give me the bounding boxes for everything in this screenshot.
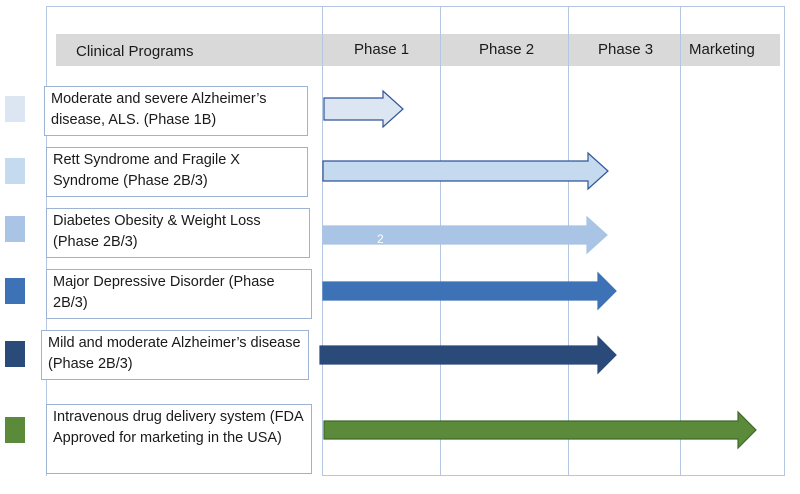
arrow-note-row-3: 2 xyxy=(377,232,384,246)
progress-arrow-row-4 xyxy=(322,271,617,311)
program-label-row-4: Major Depressive Disorder (Phase 2B/3) xyxy=(46,269,312,319)
progress-arrow-row-2 xyxy=(322,151,609,191)
program-label-row-6: Intravenous drug delivery system (FDA Ap… xyxy=(46,404,312,474)
header-marketing: Marketing xyxy=(689,41,755,58)
legend-swatch-row-3 xyxy=(5,216,25,242)
header-clinical-programs: Clinical Programs xyxy=(76,43,194,60)
gridline-marketing-start xyxy=(680,6,681,476)
progress-arrow-row-3 xyxy=(322,215,608,255)
progress-arrow-row-5 xyxy=(319,335,617,375)
header-bar xyxy=(56,34,780,66)
legend-swatch-row-4 xyxy=(5,278,25,304)
program-label-row-1: Moderate and severe Alzheimer’s disease,… xyxy=(44,86,308,136)
program-label-row-2: Rett Syndrome and Fragile X Syndrome (Ph… xyxy=(46,147,308,197)
header-phase-2: Phase 2 xyxy=(479,41,535,58)
progress-arrow-row-6 xyxy=(323,410,757,450)
legend-swatch-row-1 xyxy=(5,96,25,122)
progress-arrow-row-1 xyxy=(323,89,404,129)
gridline-top xyxy=(46,6,785,7)
program-label-row-5: Mild and moderate Alzheimer’s disease (P… xyxy=(41,330,309,380)
legend-swatch-row-5 xyxy=(5,341,25,367)
legend-swatch-row-2 xyxy=(5,158,25,184)
gridline-bottom xyxy=(322,475,785,476)
header-phase-3: Phase 3 xyxy=(598,41,654,58)
gridline-right xyxy=(784,6,785,476)
program-label-row-3: Diabetes Obesity & Weight Loss (Phase 2B… xyxy=(46,208,310,258)
legend-swatch-row-6 xyxy=(5,417,25,443)
header-phase-1: Phase 1 xyxy=(354,41,410,58)
